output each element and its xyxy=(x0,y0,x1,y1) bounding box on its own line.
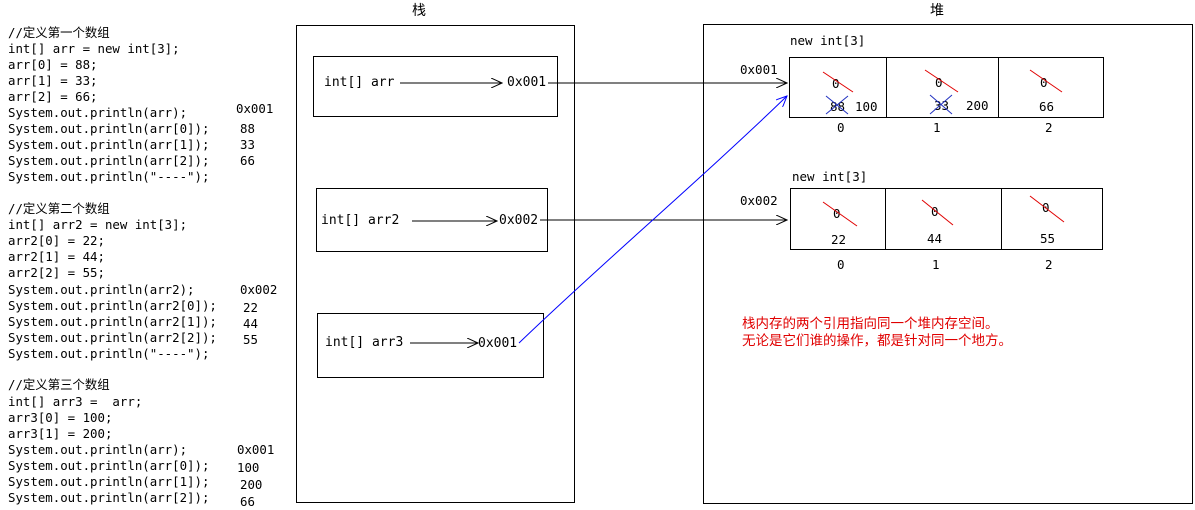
code-line: System.out.println(arr[2]); xyxy=(8,490,210,505)
code-line: System.out.println("----"); xyxy=(8,169,210,184)
cell-index: 2 xyxy=(1045,257,1053,272)
strike-mark xyxy=(924,69,959,93)
strike-mark xyxy=(1029,69,1063,93)
cell-initial-value: 0 xyxy=(935,75,943,90)
stack-ref-arr2 xyxy=(316,188,548,252)
cell-index: 0 xyxy=(837,120,845,135)
output-value: 0x001 xyxy=(236,101,274,116)
cell-initial-value: 0 xyxy=(1040,75,1048,90)
output-value: 22 xyxy=(243,300,258,315)
heap-array-addr: 0x002 xyxy=(740,193,778,208)
heap-array-2 xyxy=(790,188,1103,250)
cell-divider xyxy=(1001,189,1002,249)
code-line: arr2[0] = 22; xyxy=(8,233,105,248)
code-line: arr2[2] = 55; xyxy=(8,265,105,280)
output-value: 88 xyxy=(240,121,255,136)
code-line: arr3[1] = 200; xyxy=(8,426,113,441)
heap-note-line-2: 无论是它们谁的操作，都是针对同一个地方。 xyxy=(742,333,1012,349)
cell-divider xyxy=(886,58,887,117)
cell-divider xyxy=(885,189,886,249)
code-line: arr2[1] = 44; xyxy=(8,249,105,264)
code-line: System.out.println(arr2[2]); xyxy=(8,330,217,345)
output-value: 66 xyxy=(240,494,255,509)
stack-ref-decl: int[] arr2 xyxy=(321,213,400,228)
stack-ref-arr3 xyxy=(317,313,544,378)
code-line: System.out.println("----"); xyxy=(8,346,210,361)
cell-divider xyxy=(998,58,999,117)
stack-ref-addr: 0x001 xyxy=(478,336,518,351)
stack-ref-decl: int[] arr3 xyxy=(325,335,404,350)
code-line: System.out.println(arr[2]); xyxy=(8,153,210,168)
stack-title: 栈 xyxy=(412,3,426,19)
code-line: arr[2] = 66; xyxy=(8,89,98,104)
code-line: System.out.println(arr); xyxy=(8,105,188,120)
code-line: System.out.println(arr2[0]); xyxy=(8,298,217,313)
heap-title: 堆 xyxy=(930,3,944,19)
cell-index: 1 xyxy=(933,120,941,135)
stack-ref-decl: int[] arr xyxy=(324,75,395,90)
cell-value: 200 xyxy=(966,98,989,113)
cell-value: 44 xyxy=(927,231,943,246)
code-line: //定义第二个数组 xyxy=(8,201,110,216)
code-line: System.out.println(arr[0]); xyxy=(8,121,210,136)
strike-mark xyxy=(1029,195,1065,223)
cross-mark xyxy=(929,94,953,115)
heap-array-label: new int[3] xyxy=(792,169,868,184)
cell-initial-value: 0 xyxy=(832,76,840,91)
output-value: 66 xyxy=(240,153,255,168)
code-line: arr[0] = 88; xyxy=(8,57,98,72)
code-line: //定义第一个数组 xyxy=(8,25,110,40)
output-value: 33 xyxy=(240,137,255,152)
heap-array-1 xyxy=(789,57,1104,118)
cell-initial-value: 0 xyxy=(833,206,841,221)
cell-initial-value: 0 xyxy=(931,204,939,219)
output-value: 0x001 xyxy=(237,442,275,457)
stack-ref-addr: 0x002 xyxy=(499,213,539,228)
cell-value: 22 xyxy=(831,232,847,247)
cell-value: 66 xyxy=(1039,99,1055,114)
heap-array-addr: 0x001 xyxy=(740,62,778,77)
code-line: int[] arr3 = arr; xyxy=(8,394,143,409)
output-value: 200 xyxy=(240,477,263,492)
strike-mark xyxy=(822,201,858,227)
code-line: System.out.println(arr); xyxy=(8,442,188,457)
code-line: arr3[0] = 100; xyxy=(8,410,113,425)
stack-ref-addr: 0x001 xyxy=(507,75,547,90)
cell-index: 2 xyxy=(1045,120,1053,135)
stack-ref-arr xyxy=(313,56,558,117)
output-value: 100 xyxy=(237,460,260,475)
code-line: int[] arr = new int[3]; xyxy=(8,41,180,56)
code-line: //定义第三个数组 xyxy=(8,377,110,392)
ref-arrow-arr3 xyxy=(518,96,787,344)
code-line: System.out.println(arr[0]); xyxy=(8,458,210,473)
output-value: 0x002 xyxy=(240,282,278,297)
heap-note-line-1: 栈内存的两个引用指向同一个堆内存空间。 xyxy=(742,316,999,332)
cell-value: 100 xyxy=(855,99,878,114)
heap-array-label: new int[3] xyxy=(790,33,866,48)
cross-mark xyxy=(825,95,849,115)
strike-mark xyxy=(921,199,954,226)
code-line: arr[1] = 33; xyxy=(8,73,98,88)
strike-mark xyxy=(822,71,854,93)
cell-value: 55 xyxy=(1040,231,1056,246)
code-line: int[] arr2 = new int[3]; xyxy=(8,217,188,232)
cell-index: 0 xyxy=(837,257,845,272)
code-line: System.out.println(arr2[1]); xyxy=(8,314,217,329)
code-line: System.out.println(arr2); xyxy=(8,282,195,297)
code-line: System.out.println(arr[1]); xyxy=(8,474,210,489)
cell-index: 1 xyxy=(932,257,940,272)
output-value: 44 xyxy=(243,316,258,331)
output-value: 55 xyxy=(243,332,258,347)
code-line: System.out.println(arr[1]); xyxy=(8,137,210,152)
